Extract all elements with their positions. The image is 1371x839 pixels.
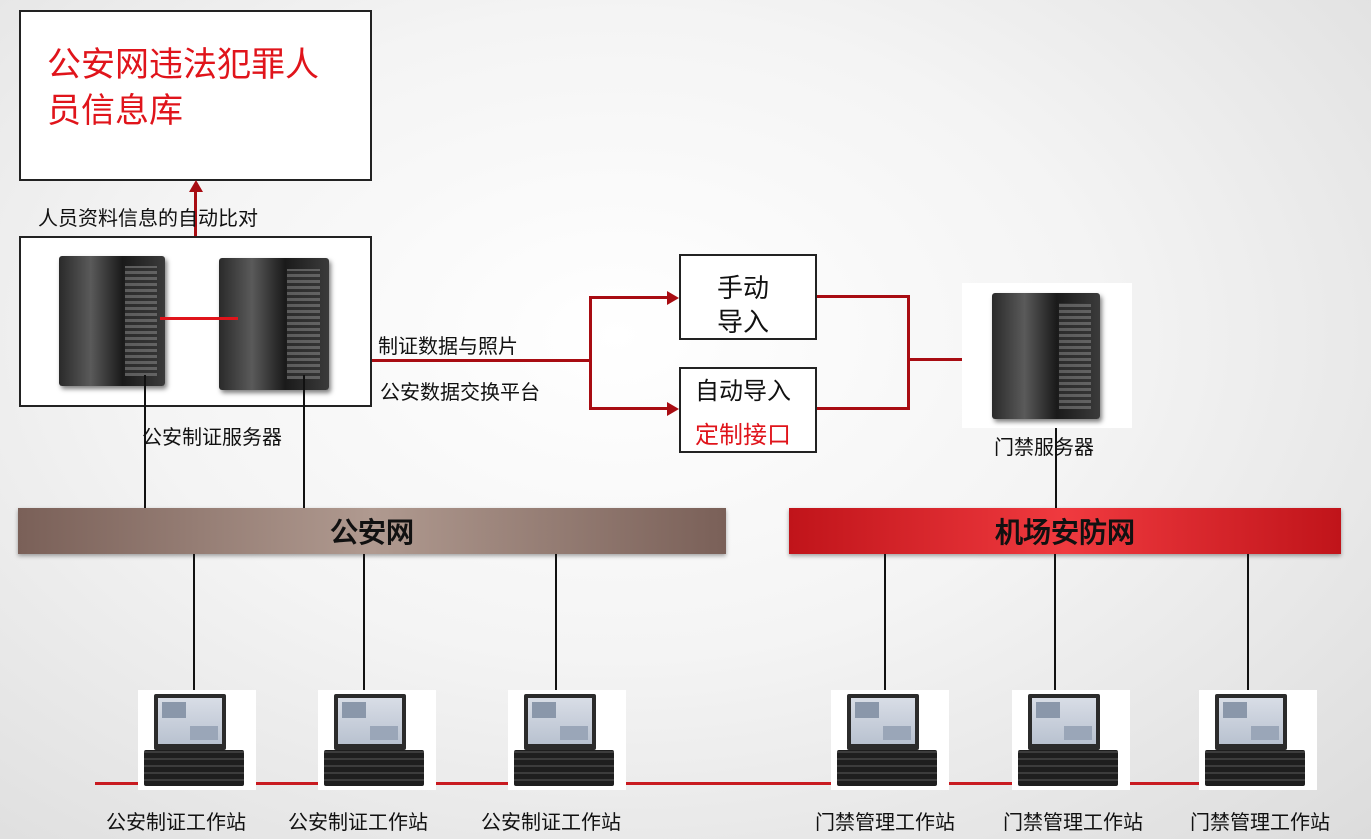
server-tower-icon <box>219 258 329 390</box>
workstation-unit-icon <box>1205 750 1305 786</box>
workstation-link-line <box>95 782 1265 785</box>
monitor-icon <box>334 694 406 750</box>
auto-import-line2: 定制接口 <box>695 421 791 449</box>
to-manual-arrowhead <box>667 291 679 305</box>
workstation-label: 公安制证工作站 <box>288 810 428 834</box>
manual-import-box: 手动 导入 <box>679 254 817 340</box>
workstation-label: 门禁管理工作站 <box>1190 810 1330 834</box>
to-manual-line <box>589 296 669 299</box>
police-server-label: 公安制证服务器 <box>142 425 282 449</box>
workstation-unit-icon <box>1018 750 1118 786</box>
database-box: 公安网违法犯罪人员信息库 <box>19 10 372 181</box>
ws1-network-line <box>193 554 195 692</box>
ws5-network-line <box>1054 554 1056 692</box>
merge-vertical-line <box>907 295 910 410</box>
compare-arrowhead <box>189 180 203 192</box>
workstation-image-3 <box>508 690 626 790</box>
workstation-label: 门禁管理工作站 <box>815 810 955 834</box>
workstation-label: 公安制证工作站 <box>106 810 246 834</box>
workstation-unit-icon <box>837 750 937 786</box>
server-image-2 <box>193 250 361 395</box>
workstation-image-2 <box>318 690 436 790</box>
monitor-icon <box>1028 694 1100 750</box>
monitor-icon <box>154 694 226 750</box>
access-server-network-line <box>1055 428 1057 508</box>
police-network-bar: 公安网 <box>18 508 726 554</box>
auto-import-line1: 自动导入 <box>695 377 791 405</box>
ws4-network-line <box>884 554 886 692</box>
cert-data-label: 制证数据与照片 <box>378 334 518 358</box>
airport-network-bar: 机场安防网 <box>789 508 1341 554</box>
workstation-label: 门禁管理工作站 <box>1003 810 1143 834</box>
server-tower-icon <box>59 256 165 386</box>
exchange-line-vertical <box>589 296 592 410</box>
compare-arrow-line <box>194 190 197 236</box>
server-image-1 <box>31 248 191 393</box>
manual-import-line2: 导入 <box>717 308 770 338</box>
workstation-unit-icon <box>144 750 244 786</box>
auto-out-line <box>817 407 910 410</box>
workstation-image-4 <box>831 690 949 790</box>
server2-network-line <box>303 375 305 509</box>
database-title: 公安网违法犯罪人员信息库 <box>47 45 319 131</box>
server-tower-icon <box>992 293 1100 419</box>
auto-compare-label: 人员资料信息的自动比对 <box>38 206 258 230</box>
to-access-server-line <box>907 358 987 361</box>
to-auto-arrowhead <box>667 402 679 416</box>
workstation-unit-icon <box>514 750 614 786</box>
monitor-icon <box>524 694 596 750</box>
server1-network-line <box>144 375 146 509</box>
exchange-line-main <box>372 359 590 362</box>
exchange-platform-label: 公安数据交换平台 <box>380 380 540 404</box>
auto-import-box: 自动导入 定制接口 <box>679 367 817 453</box>
ws3-network-line <box>555 554 557 692</box>
access-server-label: 门禁服务器 <box>994 435 1094 459</box>
to-auto-line <box>589 407 669 410</box>
server-link-line <box>160 317 238 320</box>
workstation-label: 公安制证工作站 <box>481 810 621 834</box>
manual-import-line1: 手动 <box>717 274 770 304</box>
monitor-icon <box>847 694 919 750</box>
ws2-network-line <box>363 554 365 692</box>
workstation-image-1 <box>138 690 256 790</box>
workstation-image-6 <box>1199 690 1317 790</box>
manual-out-line <box>817 295 910 298</box>
workstation-unit-icon <box>324 750 424 786</box>
ws6-network-line <box>1247 554 1249 692</box>
workstation-image-5 <box>1012 690 1130 790</box>
access-server-image <box>962 283 1132 428</box>
monitor-icon <box>1215 694 1287 750</box>
